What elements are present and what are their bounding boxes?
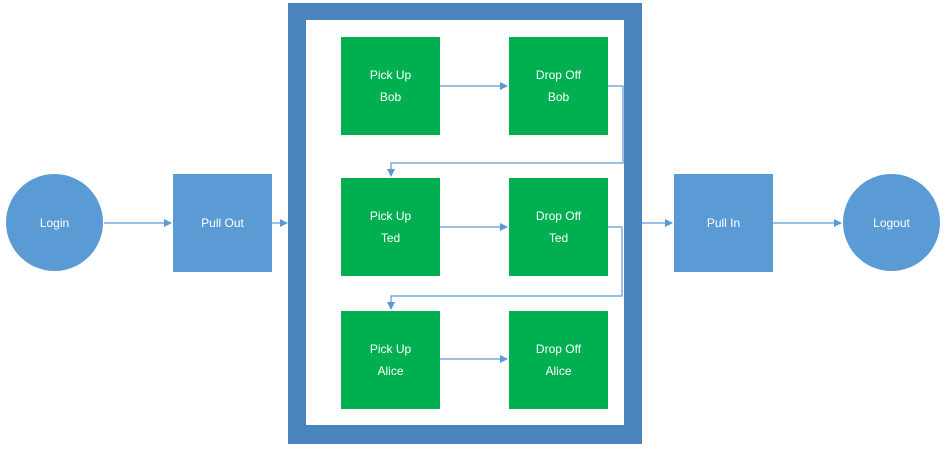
- pull-out-label: Pull Out: [201, 216, 244, 230]
- pickup-alice-person: Alice: [377, 364, 404, 378]
- dropoff-bob-node: Drop Off Bob: [509, 37, 608, 135]
- pull-in-label: Pull In: [706, 216, 741, 230]
- pickup-bob-person: Bob: [379, 90, 402, 104]
- pickup-alice-node: Pick Up Alice: [341, 311, 440, 409]
- pickup-bob-action: Pick Up: [369, 68, 412, 82]
- dropoff-ted-action: Drop Off: [535, 209, 582, 223]
- pickup-ted-action: Pick Up: [369, 209, 412, 223]
- dropoff-ted-person: Ted: [548, 231, 569, 245]
- dropoff-bob-person: Bob: [547, 90, 570, 104]
- dropoff-alice-person: Alice: [545, 364, 572, 378]
- dropoff-alice-node: Drop Off Alice: [509, 311, 608, 409]
- dropoff-bob-action: Drop Off: [535, 68, 582, 82]
- logout-label: Logout: [873, 215, 910, 230]
- logout-node: Logout: [843, 174, 940, 271]
- login-node: Login: [6, 174, 103, 271]
- pickup-ted-node: Pick Up Ted: [341, 178, 440, 276]
- pickup-bob-node: Pick Up Bob: [341, 37, 440, 135]
- pull-out-node: Pull Out: [173, 174, 272, 272]
- pickup-alice-action: Pick Up: [369, 342, 412, 356]
- dropoff-ted-node: Drop Off Ted: [509, 178, 608, 276]
- pickup-ted-person: Ted: [380, 231, 401, 245]
- dropoff-alice-action: Drop Off: [535, 342, 582, 356]
- pull-in-node: Pull In: [674, 174, 773, 272]
- login-label: Login: [39, 215, 70, 230]
